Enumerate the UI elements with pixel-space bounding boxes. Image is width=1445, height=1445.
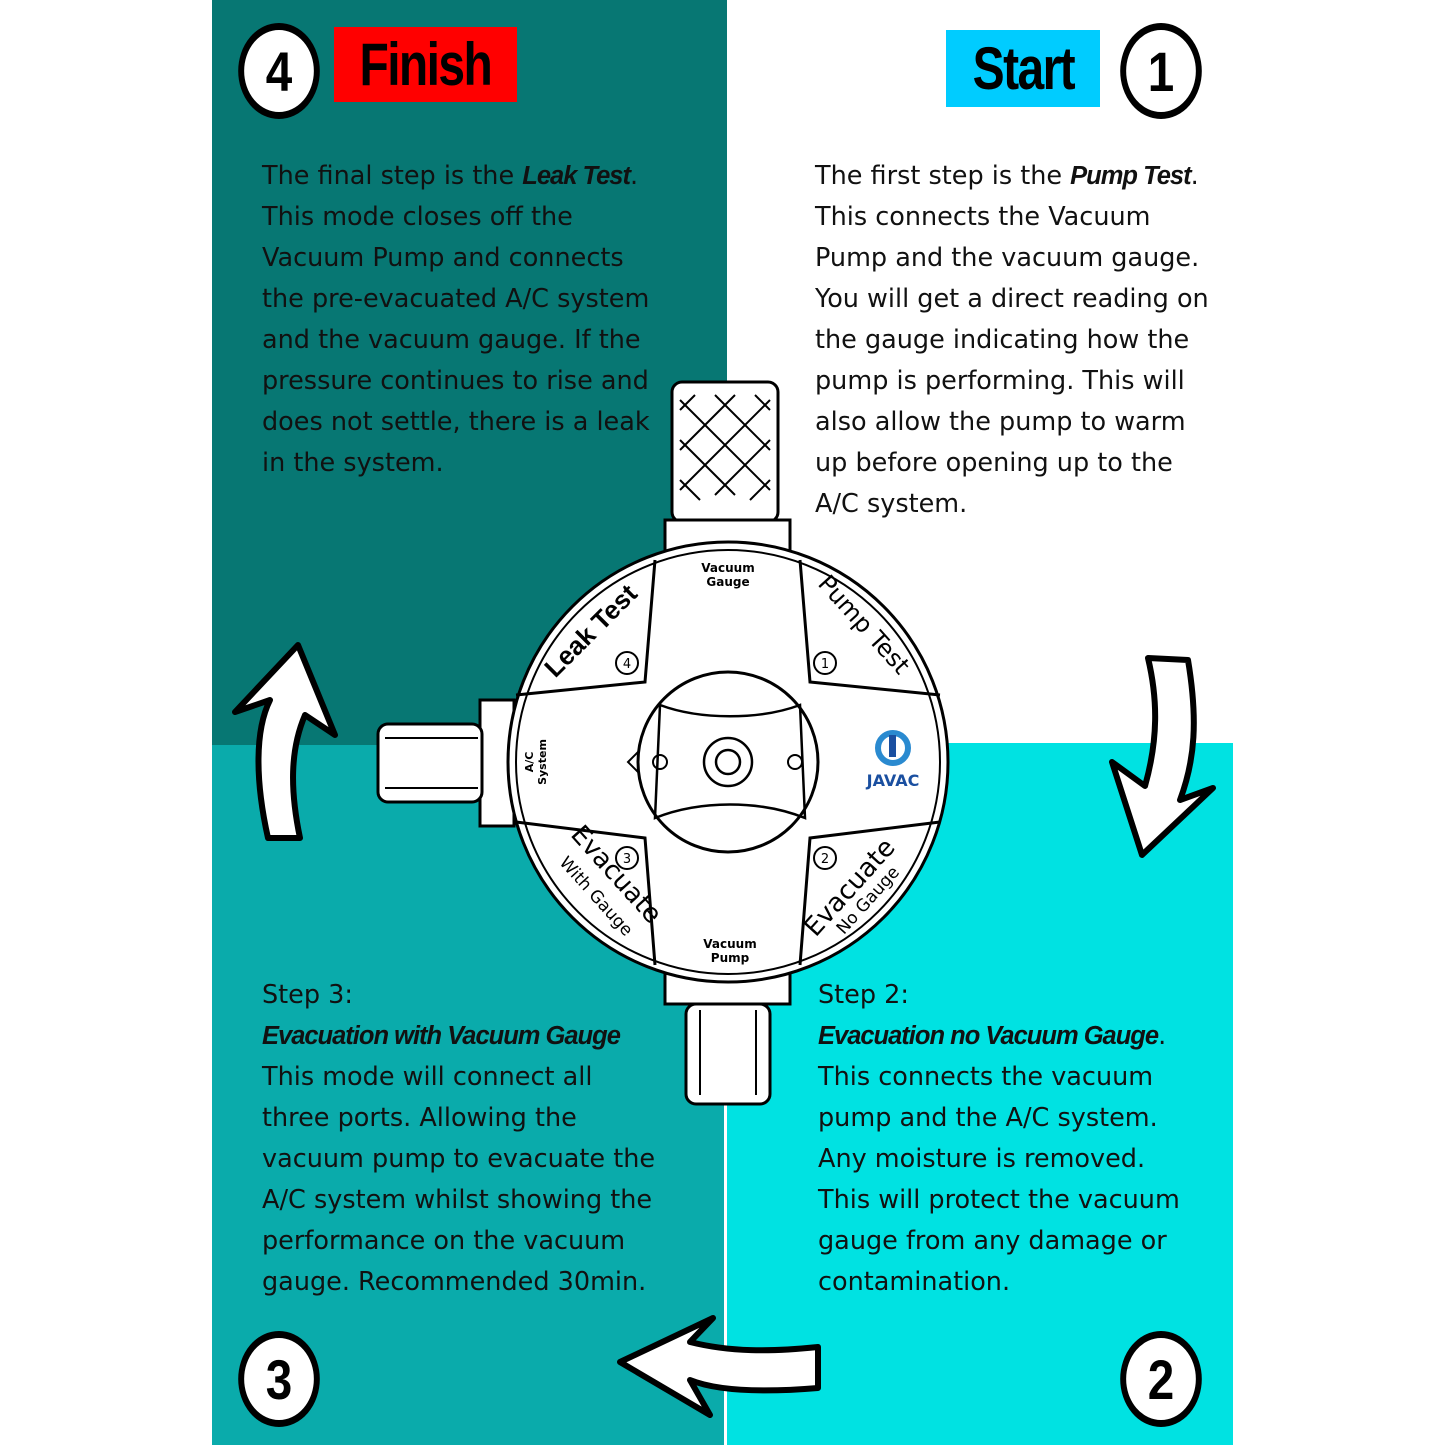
port-left-line2: System [536, 739, 549, 785]
segment-3-number: 3 [623, 852, 631, 867]
port-bottom-line2: Pump [711, 951, 750, 965]
step-3-badge: 3 [238, 1331, 320, 1427]
port-top-line1: Vacuum [701, 561, 754, 575]
arrow-up-icon [232, 642, 338, 841]
segment-4-number: 4 [623, 657, 631, 672]
start-label: Start [972, 35, 1075, 102]
step2-description: Step 2: Evacuation no Vacuum Gauge. This… [818, 980, 1180, 1297]
port-left-line1: A/C [523, 752, 536, 773]
valve-knob [636, 670, 820, 854]
left-flare-fitting [376, 722, 484, 804]
step-2-badge: 2 [1120, 1331, 1202, 1427]
arrow-left-icon [617, 1315, 821, 1418]
start-description: The first step is the Pump Test. This co… [815, 161, 1209, 519]
step3-description: Step 3: Evacuation with Vacuum Gauge Thi… [262, 980, 656, 1297]
bottom-flare-fitting [684, 1002, 772, 1106]
finish-description: The final step is the Leak Test. This mo… [262, 161, 650, 478]
segment-2-number: 2 [821, 852, 829, 867]
step-4-badge: 4 [238, 23, 320, 119]
port-top-line2: Gauge [706, 575, 749, 589]
arrow-down-icon [1109, 655, 1216, 858]
segment-1-number: 1 [821, 657, 829, 672]
finish-label: Finish [359, 31, 493, 98]
javac-logo: JAVAC [866, 730, 920, 790]
finish-tag: Finish [334, 27, 517, 102]
step-1-badge: 1 [1120, 23, 1202, 119]
brand-label: JAVAC [866, 771, 920, 790]
port-bottom-line1: Vacuum [703, 937, 756, 951]
start-tag: Start [946, 30, 1100, 107]
